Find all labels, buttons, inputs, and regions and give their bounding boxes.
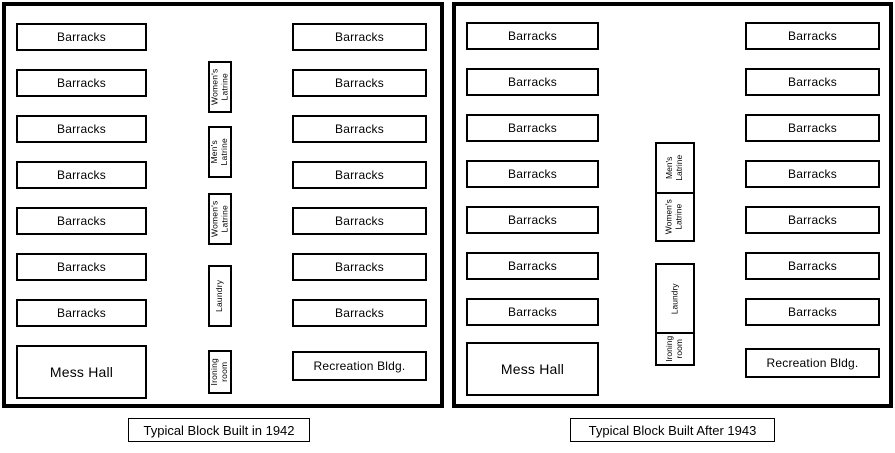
building-barracks: Barracks bbox=[292, 299, 427, 327]
building-barracks: Barracks bbox=[16, 23, 147, 51]
building-label: Barracks bbox=[57, 259, 106, 274]
building-label: Barracks bbox=[335, 213, 384, 228]
building-label: Barracks bbox=[335, 167, 384, 182]
building-barracks: Barracks bbox=[466, 114, 599, 142]
building-label: Barracks bbox=[508, 258, 557, 273]
building-label: Mess Hall bbox=[500, 360, 565, 377]
building-barracks: Barracks bbox=[745, 206, 880, 234]
building-barracks: Barracks bbox=[745, 22, 880, 50]
building-barracks: Barracks bbox=[292, 207, 427, 235]
building-barracks: Barracks bbox=[16, 207, 147, 235]
building-label: Barracks bbox=[335, 29, 384, 44]
building-barracks: Barracks bbox=[745, 68, 880, 96]
building-barracks: Barracks bbox=[745, 298, 880, 326]
building-label: Barracks bbox=[57, 75, 106, 90]
building-label: Barracks bbox=[508, 212, 557, 227]
building-barracks: Barracks bbox=[16, 253, 147, 281]
building-barracks: Barracks bbox=[16, 161, 147, 189]
building-barracks: Barracks bbox=[466, 206, 599, 234]
building-label: Barracks bbox=[508, 28, 557, 43]
building-barracks: Barracks bbox=[745, 114, 880, 142]
panel-after-1943: Barracks Barracks Barracks Barracks Barr… bbox=[452, 2, 893, 408]
building-label: Barracks bbox=[788, 74, 837, 89]
building-label: Men's Latrine bbox=[209, 138, 230, 166]
building-mess-hall: Mess Hall bbox=[466, 342, 599, 396]
building-label: Ironing room bbox=[664, 336, 684, 363]
building-label: Women's Latrine bbox=[209, 200, 229, 238]
building-barracks: Barracks bbox=[466, 252, 599, 280]
building-barracks: Barracks bbox=[745, 252, 880, 280]
panel-1942: Barracks Barracks Barracks Barracks Barr… bbox=[2, 2, 444, 408]
building-label: Barracks bbox=[57, 213, 106, 228]
caption-after-1943: Typical Block Built After 1943 bbox=[570, 418, 775, 442]
building-label: Laundry bbox=[669, 283, 680, 315]
building-recreation: Recreation Bldg. bbox=[292, 351, 427, 381]
building-label: Barracks bbox=[788, 28, 837, 43]
laundry-stack: Laundry Ironing room bbox=[655, 263, 695, 366]
building-label: Barracks bbox=[57, 305, 106, 320]
building-barracks: Barracks bbox=[466, 298, 599, 326]
building-ironing-room: Ironing room bbox=[208, 350, 232, 394]
building-label: Barracks bbox=[57, 121, 106, 136]
building-label: Barracks bbox=[788, 212, 837, 227]
building-label: Barracks bbox=[508, 74, 557, 89]
building-barracks: Barracks bbox=[16, 299, 147, 327]
building-womens-latrine: Women's Latrine bbox=[208, 61, 232, 113]
building-label: Ironing room bbox=[209, 358, 230, 386]
building-barracks: Barracks bbox=[292, 23, 427, 51]
building-label: Barracks bbox=[335, 121, 384, 136]
building-label: Barracks bbox=[788, 258, 837, 273]
building-label: Barracks bbox=[788, 304, 837, 319]
building-label: Barracks bbox=[335, 75, 384, 90]
building-label: Barracks bbox=[335, 305, 384, 320]
building-label: Recreation Bldg. bbox=[313, 358, 406, 373]
caption-text: Typical Block Built After 1943 bbox=[588, 422, 757, 438]
building-womens-latrine: Women's Latrine bbox=[657, 192, 693, 240]
building-barracks: Barracks bbox=[16, 115, 147, 143]
building-recreation: Recreation Bldg. bbox=[745, 348, 880, 378]
building-label: Recreation Bldg. bbox=[766, 355, 859, 370]
building-barracks: Barracks bbox=[292, 69, 427, 97]
building-label: Women's Latrine bbox=[209, 68, 229, 106]
building-barracks: Barracks bbox=[466, 68, 599, 96]
building-label: Men's Latrine bbox=[664, 155, 684, 181]
building-label: Mess Hall bbox=[49, 363, 114, 380]
building-barracks: Barracks bbox=[292, 253, 427, 281]
building-label: Barracks bbox=[57, 29, 106, 44]
building-barracks: Barracks bbox=[292, 161, 427, 189]
building-label: Barracks bbox=[788, 120, 837, 135]
building-barracks: Barracks bbox=[16, 69, 147, 97]
building-laundry: Laundry bbox=[657, 265, 693, 332]
building-label: Barracks bbox=[57, 167, 106, 182]
building-label: Women's Latrine bbox=[664, 199, 684, 235]
building-mens-latrine: Men's Latrine bbox=[657, 144, 693, 192]
building-ironing-room: Ironing room bbox=[657, 332, 693, 364]
building-label: Laundry bbox=[214, 279, 225, 313]
building-laundry: Laundry bbox=[208, 265, 232, 327]
building-label: Barracks bbox=[335, 259, 384, 274]
caption-1942: Typical Block Built in 1942 bbox=[128, 418, 310, 442]
building-label: Barracks bbox=[508, 166, 557, 181]
building-label: Barracks bbox=[508, 304, 557, 319]
caption-text: Typical Block Built in 1942 bbox=[143, 422, 295, 438]
building-mens-latrine: Men's Latrine bbox=[208, 126, 232, 178]
building-barracks: Barracks bbox=[292, 115, 427, 143]
latrine-stack: Men's Latrine Women's Latrine bbox=[655, 142, 695, 242]
building-barracks: Barracks bbox=[466, 160, 599, 188]
building-barracks: Barracks bbox=[745, 160, 880, 188]
building-mess-hall: Mess Hall bbox=[16, 345, 147, 399]
building-barracks: Barracks bbox=[466, 22, 599, 50]
building-label: Barracks bbox=[508, 120, 557, 135]
building-womens-latrine: Women's Latrine bbox=[208, 193, 232, 245]
building-label: Barracks bbox=[788, 166, 837, 181]
